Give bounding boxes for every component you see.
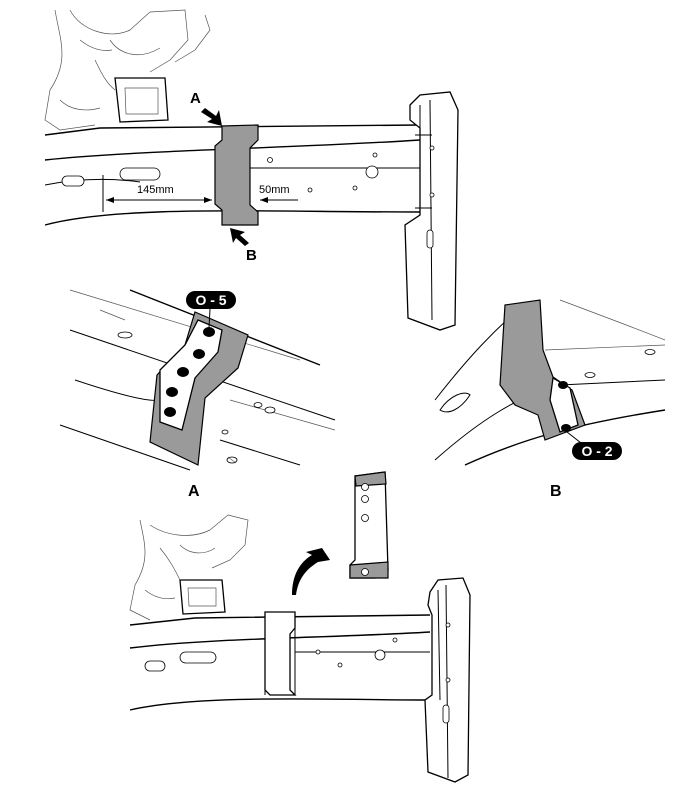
view-arrow-b: B (230, 228, 257, 264)
dim-145-label: 145mm (137, 184, 174, 196)
view-label-b: B (246, 247, 257, 264)
dimension-50: 50mm (259, 184, 298, 203)
dimension-145: 145mm (102, 175, 212, 212)
detail-b-badge (572, 442, 622, 460)
body-structure-top (44, 9, 211, 131)
detail-a-caption: A (188, 483, 200, 500)
view-label-a: A (190, 90, 201, 107)
sill-beam-bottom (129, 611, 431, 711)
cut-section-band (214, 124, 259, 226)
dim-50-label: 50mm (259, 184, 290, 196)
bottom-view (129, 471, 471, 783)
rear-end-panel-bottom (424, 577, 471, 783)
body-structure-bottom (129, 514, 249, 621)
detail-b-caption: B (550, 483, 562, 500)
top-view: 145mm 50mm A B (44, 9, 459, 331)
detail-a-reinforcement (159, 319, 223, 431)
install-arrow (292, 548, 330, 595)
detail-b: O - 2 B (434, 299, 666, 500)
detail-a-badge (186, 291, 236, 309)
detail-a: O - 5 A (59, 289, 336, 500)
rear-end-panel-top (404, 91, 459, 331)
new-reinforcement-piece (349, 471, 389, 579)
detail-b-badge-label: O - 2 (581, 443, 612, 459)
view-arrow-a: A (190, 90, 222, 126)
detail-a-badge-label: O - 5 (195, 292, 226, 308)
